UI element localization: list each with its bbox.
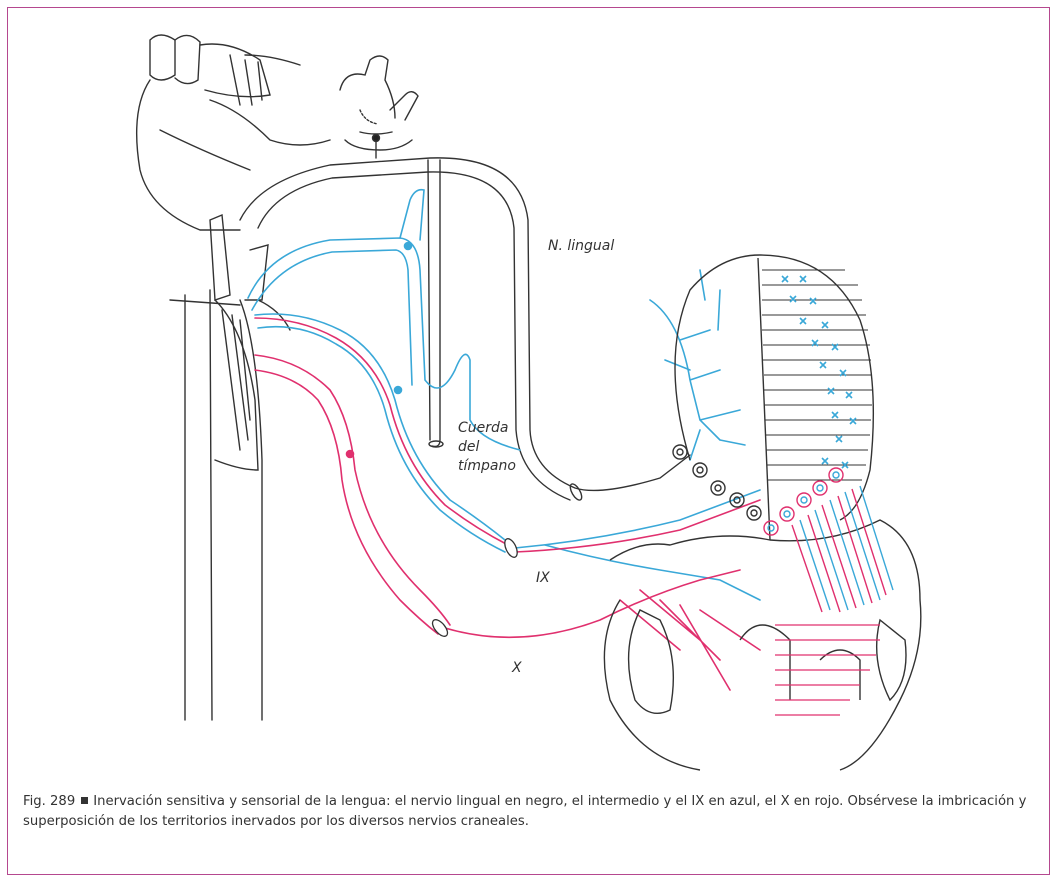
red-nerves <box>255 318 760 690</box>
label-chorda-tympani-3: tímpano <box>458 458 516 474</box>
caption-bullet-icon <box>81 797 88 804</box>
label-chorda-tympani-2: del <box>458 439 480 455</box>
brainstem-structures <box>137 35 330 230</box>
label-ix-nerve: IX <box>536 570 550 586</box>
figure-number: Fig. 289 <box>23 794 75 809</box>
tongue-innervation-illustration: N. lingual Cuerda del tímpano IX X <box>0 0 1057 780</box>
label-x-nerve: X <box>511 660 522 676</box>
taste-crosses <box>782 276 856 468</box>
lingual-territory-hatching <box>762 270 872 480</box>
blue-nerves <box>248 190 760 600</box>
nerve-end-caps <box>430 537 520 639</box>
brainstem-column <box>170 215 290 720</box>
label-lingual-nerve: N. lingual <box>548 238 614 254</box>
posterior-territory-hatching <box>775 486 893 715</box>
geniculate-ganglion <box>340 56 418 158</box>
caption-text: Inervación sensitiva y sensorial de la l… <box>23 794 1026 829</box>
label-chorda-tympani-1: Cuerda <box>458 420 508 436</box>
tongue-outline <box>604 255 920 770</box>
chorda-tympani <box>428 160 443 447</box>
